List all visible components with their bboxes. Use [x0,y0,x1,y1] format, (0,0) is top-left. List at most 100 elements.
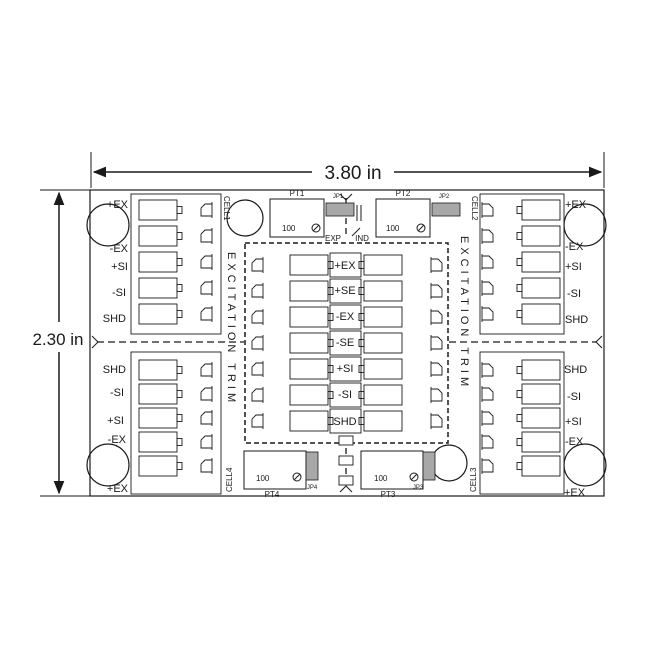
cell3-labels: SHD -SI +SI -EX +EX [564,364,587,499]
cell4-terminal-0 [138,359,178,381]
pt2-box [375,198,431,238]
excitation-trim-left: EXCITATION TRIM [225,252,237,406]
cell1-labels: +EX -EX +SI -SI SHD [103,199,129,325]
cell4-terminal-1 [138,383,178,405]
center-left-clamp-4 [251,362,263,376]
center-jumper-pins [338,205,362,486]
center-right-terminal-2 [363,306,403,328]
cell2-clamp-1 [482,229,494,243]
cell3-clamp-0 [482,363,494,377]
jp3-jumper [422,451,436,481]
pt2-label: PT2 [396,189,411,198]
cell1-label: CELL1 [222,196,231,221]
cell1-clamp-1 [200,229,212,243]
jp2-jumper [431,202,461,217]
center-left-terminal-0-tab [327,261,334,269]
width-dimension: 3.80 in [90,152,605,188]
cell3-clamp-2 [482,411,494,425]
cell4-label: CELL4 [225,467,234,492]
center-left-terminal-3-tab [327,339,334,347]
center-right-terminal-4-tab [358,365,365,373]
center-right-clamp-3 [431,336,443,350]
mounting-hole-top-middle [226,199,264,237]
cell1-terminal-1-tab [176,232,183,240]
center-label-6: SHD [333,416,356,428]
cell2-label-4: SHD [565,314,588,326]
pt1-value: 100 [282,224,296,233]
cell2-label-1: -EX [565,241,584,253]
center-right-terminal-2-tab [358,313,365,321]
mounting-hole-top-left [86,203,130,247]
cell1-clamp-3 [200,281,212,295]
excitation-trim-right: EXCITATION TRIM [458,236,470,390]
center-right-clamp-6 [431,414,443,428]
cell2-terminal-0 [521,199,561,221]
center-left-terminal-0 [289,254,329,276]
cell3-clamp-3 [482,435,494,449]
cell4-clamp-0 [200,363,212,377]
pt3-value: 100 [374,474,388,483]
cell4-clamp-4 [200,459,212,473]
terminal-blocks [138,199,561,477]
cell2-label-3: -SI [567,288,581,300]
center-right-clamp-5 [431,388,443,402]
pt1-label: PT1 [290,189,305,198]
cell2-terminal-2 [521,251,561,273]
cell2-terminal-4 [521,303,561,325]
center-left-terminal-5-tab [327,391,334,399]
cell2-terminal-1-tab [516,232,523,240]
cell2-labels: +EX -EX +SI -SI SHD [565,199,588,326]
cell3-terminal-2-tab [516,414,523,422]
center-right-terminal-0-tab [358,261,365,269]
center-left-terminal-2 [289,306,329,328]
center-left-terminal-5 [289,384,329,406]
cell4-terminal-3 [138,431,178,453]
cell1-terminal-4-tab [176,310,183,318]
cell4-labels: SHD -SI +SI -EX +EX [103,364,129,495]
jp4-jumper [305,451,319,481]
cell3-label-3: -EX [565,436,584,448]
cell2-label-2: +SI [565,261,582,273]
center-right-terminal-4 [363,358,403,380]
cell4-terminal-3-tab [176,438,183,446]
cell4-label-3: -EX [108,434,127,446]
center-label-3: -SE [336,337,354,349]
cell3-terminal-3 [521,431,561,453]
cell2-clamp-0 [482,203,494,217]
height-dimension: 2.30 in [32,189,90,497]
cell1-terminal-4 [138,303,178,325]
cell3-label-4: +EX [564,487,586,499]
cell1-terminal-3-tab [176,284,183,292]
center-label-box-5 [329,382,362,408]
cell3-terminal-4 [521,455,561,477]
center-left-terminal-6 [289,410,329,432]
cell4-label-2: +SI [107,415,124,427]
center-right-terminal-5 [363,384,403,406]
center-labels: +EX +SE -EX -SE +SI -SI SHD [333,260,356,428]
center-right-clamp-0 [431,258,443,272]
cell3-terminal-1 [521,383,561,405]
pt4-value: 100 [256,474,270,483]
center-right-terminal-5-tab [358,391,365,399]
cell1-label-3: -SI [112,287,126,299]
board-outline [89,189,605,497]
cell2-terminal-3 [521,277,561,299]
exp-label: EXP [325,234,341,243]
center-right-clamp-4 [431,362,443,376]
cell2-terminal-3-tab [516,284,523,292]
mounting-hole-bottom-middle [430,444,468,482]
center-right-terminal-0 [363,254,403,276]
center-label-1: +SE [334,285,355,297]
cell2-clamp-2 [482,255,494,269]
cell3-label-0: SHD [564,364,587,376]
center-left-clamp-5 [251,388,263,402]
cell4-label-0: SHD [103,364,126,376]
center-left-terminal-4-tab [327,365,334,373]
center-left-clamp-1 [251,284,263,298]
cell3-clamp-4 [482,459,494,473]
center-label-2: -EX [336,311,355,323]
cell1-terminal-1 [138,225,178,247]
center-left-terminal-1 [289,280,329,302]
cell2-label-0: +EX [565,199,587,211]
pot-screw-icon [292,223,426,482]
